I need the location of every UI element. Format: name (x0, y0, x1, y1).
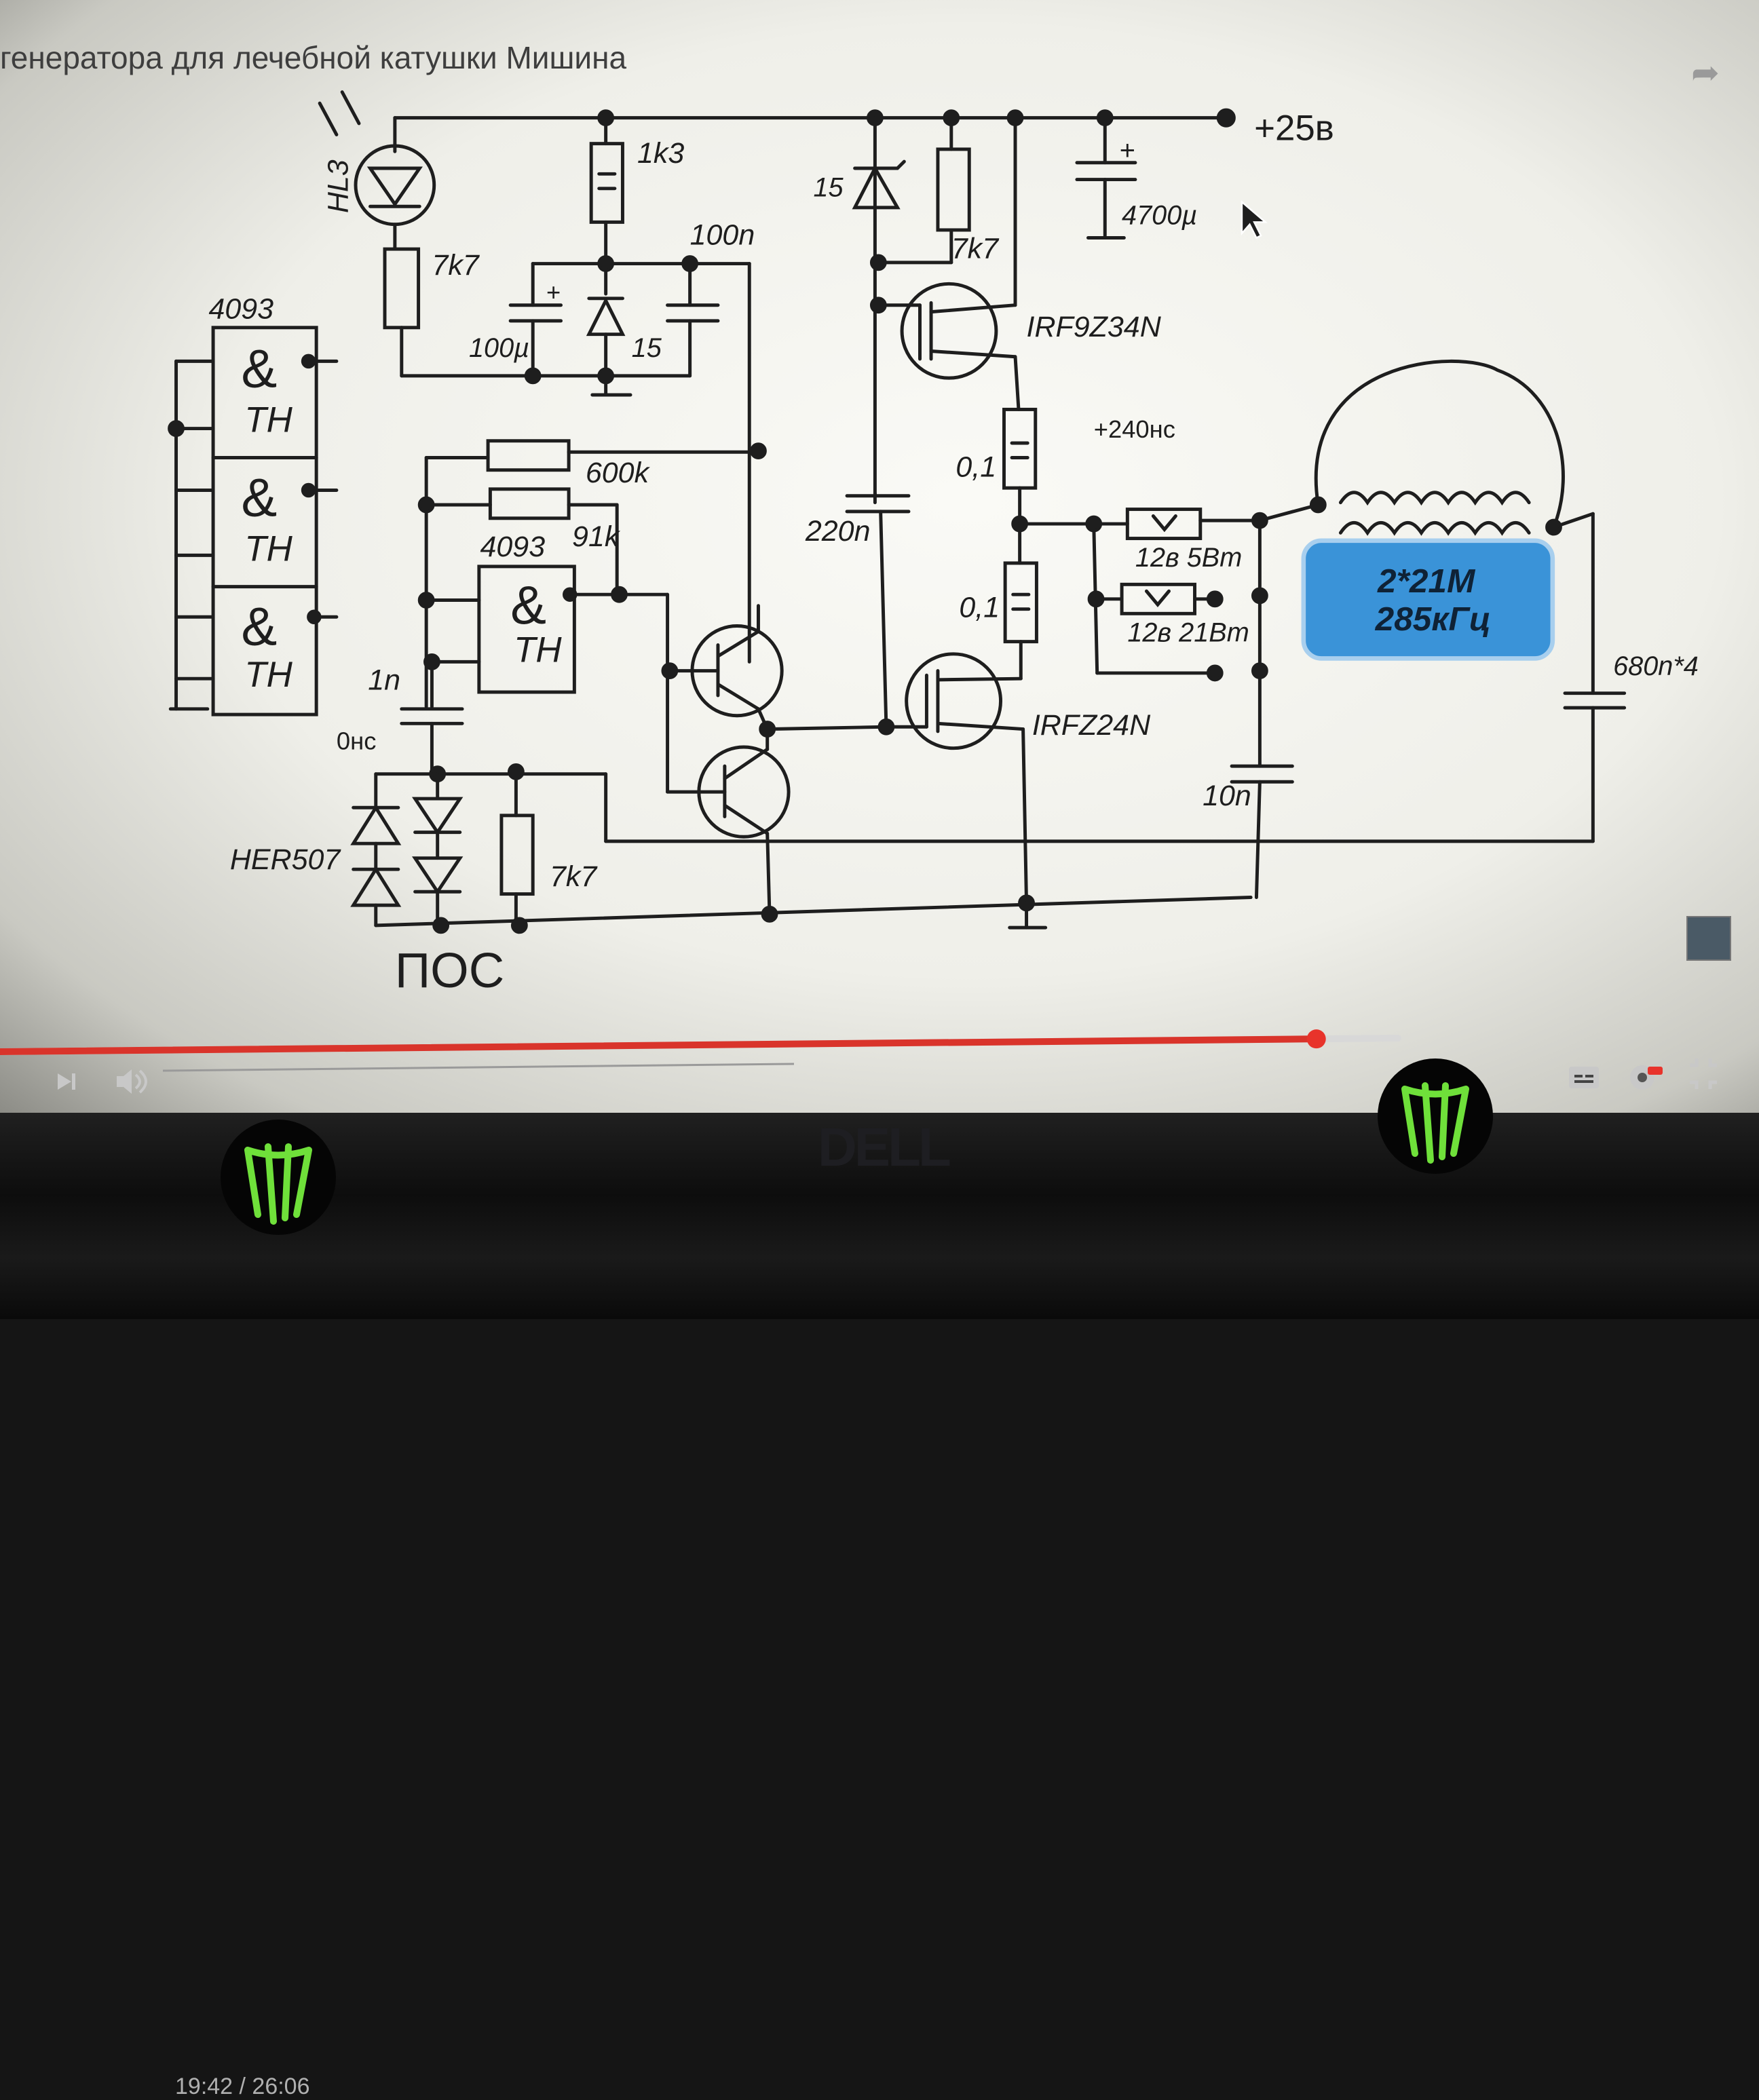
coil-info-box: 2*21M 285кГц (1301, 538, 1555, 661)
treatment-coil: 680n*4 (1309, 360, 1699, 843)
hl3-label: HL3 (322, 159, 354, 213)
dell-logo: DELL (818, 1117, 951, 1177)
lamp-5w-label: 12в 5Вт (1135, 543, 1242, 573)
feedback-network: HER507 7k7 ПОС (230, 763, 1595, 998)
ic-4093-left: 4093 & TH & TH & TH (168, 293, 339, 717)
coil-line-2: 285кГц (1375, 600, 1491, 638)
supply-label: +25в (1254, 109, 1334, 149)
settings-gear-icon[interactable] (1630, 1065, 1663, 1090)
lamp-21w-label: 12в 21Вт (1127, 618, 1249, 648)
c-680n-label: 680n*4 (1613, 651, 1699, 681)
gate-1-amp: & (241, 338, 277, 398)
next-icon[interactable] (58, 1073, 75, 1090)
corner-thumbnail (1686, 916, 1731, 961)
oscillator: 600k 91k 4093 & TH 1n 0нс (337, 439, 760, 794)
r-7k7-led-label: 7k7 (432, 249, 480, 282)
gate-2-amp: & (241, 467, 277, 527)
zero-ns-label: 0нс (337, 727, 376, 755)
resistor-1k3: 1k3 (589, 116, 684, 266)
gate-3-th: TH (244, 655, 292, 695)
output-stage: 0,1 0,1 +240нс IRFZ24N 12в 5Вт (884, 355, 1320, 930)
bjt-driver-pair (666, 604, 888, 923)
gate-4-amp: & (510, 575, 546, 635)
subtitles-icon[interactable] (1569, 1067, 1599, 1088)
video-controls: 19:42 / 26:06 (0, 1018, 1759, 2099)
zener-15-label: 15 (632, 333, 662, 363)
q-n-label: IRFZ24N (1032, 709, 1151, 742)
r-600k-label: 600k (586, 457, 651, 489)
r-01-upper-label: 0,1 (956, 451, 996, 484)
q-p-label: IRF9Z34N (1027, 311, 1162, 343)
mouse-cursor-icon (1241, 199, 1268, 240)
r-91k-label: 91k (572, 520, 621, 553)
monster-energy-logo (221, 1120, 336, 1235)
video-title[interactable]: генератора для лечебной катушки Мишина (0, 40, 627, 75)
ic-4093-mid-label: 4093 (480, 531, 546, 563)
volume-slider-track[interactable] (162, 1063, 795, 1072)
resistor-7k7-led: 7k7 (383, 247, 692, 378)
regulator-network: + 100µ 15 100n (469, 218, 767, 664)
r-7k7-fb-label: 7k7 (550, 860, 598, 893)
gate-3-amp: & (241, 596, 277, 657)
circuit-schematic: +25в HL3 7k7 1k3 (168, 90, 1699, 998)
monster-energy-logo (1378, 1058, 1493, 1174)
gate-2-th: TH (244, 529, 292, 569)
c-100n-label: 100n (690, 218, 755, 251)
r-7k7-gate-label: 7k7 (951, 232, 1000, 265)
her507-label: HER507 (230, 843, 342, 876)
exit-fullscreen-icon[interactable] (1690, 1058, 1717, 1089)
c-220n-label: 220n (805, 515, 871, 548)
progress-scrubber[interactable] (1306, 1029, 1326, 1049)
c-10n-label: 10n (1203, 780, 1251, 812)
c-4700u-label: 4700µ (1122, 201, 1197, 231)
zener-15-high-label: 15 (813, 172, 844, 202)
c-1n-label: 1n (368, 664, 400, 697)
gate-4-th: TH (514, 630, 562, 670)
pos-label: ПОС (395, 943, 504, 998)
plus240-label: +240нс (1094, 415, 1175, 443)
time-display: 19:42 / 26:06 (175, 2074, 310, 2099)
plus-sign-4700u: + (1120, 136, 1135, 166)
c-100u-label: 100µ (469, 333, 529, 363)
coil-line-1: 2*21M (1377, 562, 1476, 600)
gate-1-th: TH (244, 400, 292, 440)
high-side: 15 7k7 IRF9Z34N 220n (805, 116, 1197, 736)
volume-icon[interactable] (117, 1069, 147, 1094)
plus-sign-100u: + (546, 278, 561, 306)
led-hl3: HL3 (318, 90, 436, 251)
ic-4093-left-label: 4093 (208, 293, 273, 326)
r-01-lower-label: 0,1 (959, 591, 1000, 624)
r-1k3-label: 1k3 (637, 137, 684, 170)
supply-rail: +25в (393, 108, 1334, 149)
progress-played (0, 1035, 1320, 1055)
